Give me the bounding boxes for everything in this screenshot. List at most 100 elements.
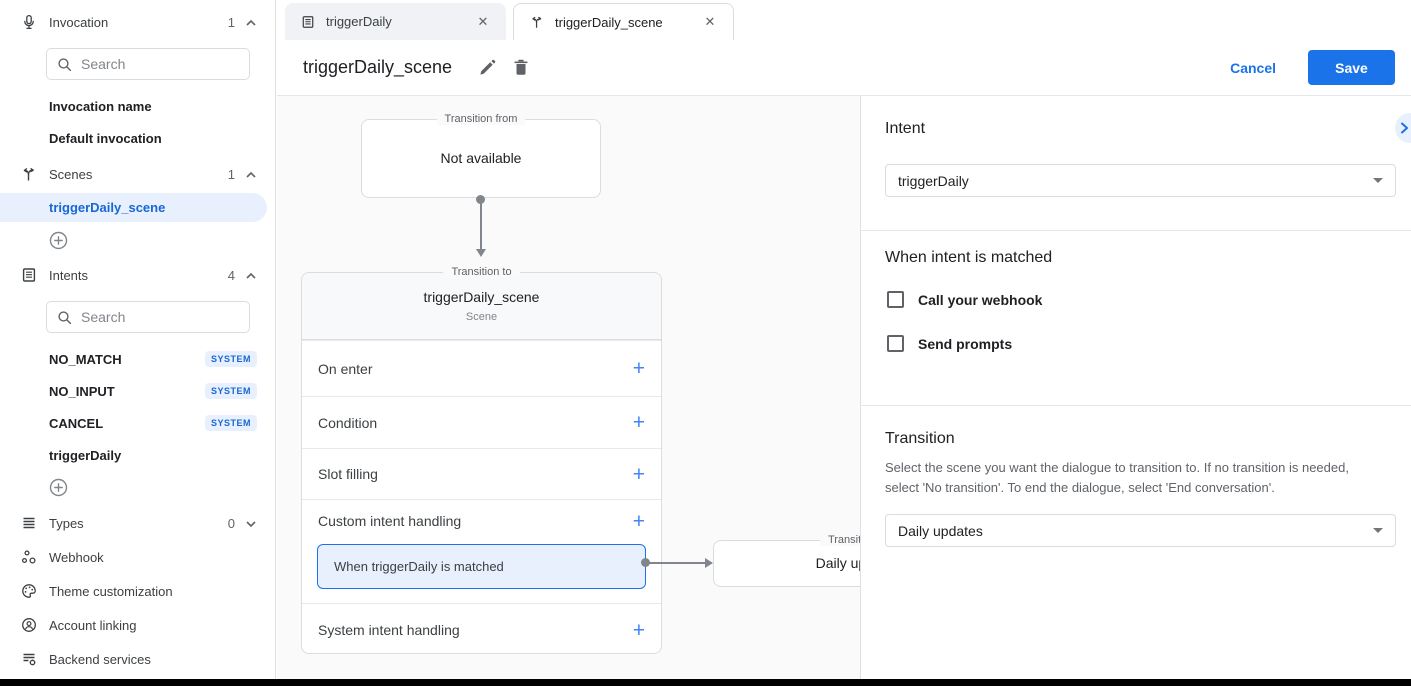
search-icon: [58, 310, 72, 324]
tab-triggerdaily-scene[interactable]: triggerDaily_scene: [513, 3, 734, 40]
add-icon[interactable]: [633, 464, 645, 485]
sidebar-item-no-match[interactable]: NO_MATCH SYSTEM: [0, 343, 275, 375]
chevron-down-icon[interactable]: [245, 516, 257, 531]
row-label: Condition: [318, 414, 378, 431]
add-icon[interactable]: [633, 620, 645, 641]
add-scene-button[interactable]: [0, 224, 275, 256]
intents-search-input[interactable]: [81, 309, 239, 325]
types-list-icon: [20, 515, 37, 532]
transition-select[interactable]: Daily updates: [885, 514, 1396, 547]
sidebar-section-theme-customization[interactable]: Theme customization: [0, 574, 275, 608]
add-intent-button[interactable]: [0, 471, 275, 503]
palette-icon: [20, 583, 37, 600]
item-label: Invocation name: [49, 98, 152, 114]
scene-diagram-canvas[interactable]: Transition from Not available Transition…: [277, 96, 860, 679]
add-icon[interactable]: [633, 511, 645, 532]
connector-dot: [641, 558, 650, 567]
chevron-right-icon: [1400, 122, 1408, 134]
sidebar-item-default-invocation[interactable]: Default invocation: [0, 122, 275, 154]
sidebar-section-label: Types: [49, 515, 84, 531]
collapse-panel-button[interactable]: [1395, 113, 1411, 143]
close-icon[interactable]: [474, 13, 492, 31]
dropdown-caret-icon: [1373, 178, 1383, 183]
sidebar-item-cancel[interactable]: CANCEL SYSTEM: [0, 407, 275, 439]
search-icon: [58, 57, 72, 71]
scene-row-system-intent-handling[interactable]: System intent handling: [302, 603, 661, 656]
transition-target-box[interactable]: Transition to Daily updates: [713, 534, 860, 587]
call-webhook-option[interactable]: Call your webhook: [887, 291, 1042, 308]
transition-heading: Transition: [885, 430, 955, 447]
chevron-up-icon[interactable]: [245, 15, 257, 30]
intent-detail-panel: Intent triggerDaily When intent is match…: [860, 96, 1411, 679]
sidebar-section-account-linking[interactable]: Account linking: [0, 608, 275, 642]
send-prompts-option[interactable]: Send prompts: [887, 335, 1012, 352]
checkbox-unchecked-icon[interactable]: [887, 335, 904, 352]
when-intent-matched-heading: When intent is matched: [885, 249, 1053, 266]
checkbox-unchecked-icon[interactable]: [887, 291, 904, 308]
scenes-count: 1: [227, 166, 235, 182]
sidebar-section-webhook[interactable]: Webhook: [0, 540, 275, 574]
intent-select[interactable]: triggerDaily: [885, 164, 1396, 197]
tab-triggerdaily[interactable]: triggerDaily: [285, 3, 506, 40]
sidebar-section-label: Invocation: [49, 14, 109, 30]
sidebar-item-triggerdaily-scene[interactable]: triggerDaily_scene: [0, 193, 267, 222]
scene-row-on-enter[interactable]: On enter: [302, 340, 661, 396]
sidebar-section-backend-services[interactable]: Backend services: [0, 642, 275, 676]
chevron-up-icon[interactable]: [245, 268, 257, 283]
row-label: System intent handling: [318, 622, 460, 638]
handler-when-triggerdaily-matched[interactable]: When triggerDaily is matched: [317, 544, 646, 589]
item-label: NO_MATCH: [49, 351, 122, 367]
item-label: NO_INPUT: [49, 383, 115, 399]
connector-line-horizontal: [648, 562, 705, 564]
sidebar-section-label: Backend services: [49, 651, 151, 667]
scene-row-slot-filling[interactable]: Slot filling: [302, 448, 661, 499]
add-icon[interactable]: [633, 412, 645, 433]
system-badge: SYSTEM: [204, 415, 257, 431]
sidebar-section-types[interactable]: Types 0: [0, 506, 275, 540]
scene-card-header[interactable]: triggerDaily_scene Scene: [302, 273, 661, 340]
intent-doc-icon: [301, 14, 316, 29]
transition-from-box[interactable]: Transition from Not available: [361, 113, 601, 198]
intents-count: 4: [227, 267, 235, 283]
scene-split-icon: [20, 166, 37, 183]
add-icon[interactable]: [633, 358, 645, 379]
row-label: Slot filling: [318, 466, 378, 482]
invocation-search[interactable]: [46, 48, 250, 80]
scene-row-condition[interactable]: Condition: [302, 396, 661, 448]
arrow-right-icon: [705, 558, 713, 568]
sidebar-item-invocation-name[interactable]: Invocation name: [0, 90, 275, 122]
sidebar-section-invocation[interactable]: Invocation 1: [0, 5, 275, 39]
sidebar-section-scenes[interactable]: Scenes 1: [0, 157, 275, 191]
delete-trash-icon[interactable]: [504, 51, 538, 85]
close-icon[interactable]: [701, 13, 719, 31]
edit-pencil-icon[interactable]: [470, 51, 504, 85]
arrow-down-icon: [476, 249, 486, 257]
transition-description: Select the scene you want the dialogue t…: [885, 460, 1349, 496]
checkbox-label: Send prompts: [918, 335, 1013, 352]
add-circle-icon: [49, 478, 68, 496]
scene-header: triggerDaily_scene Cancel Save: [277, 40, 1411, 96]
dropdown-caret-icon: [1373, 528, 1383, 533]
item-label: triggerDaily_scene: [49, 200, 166, 215]
intents-search[interactable]: [46, 301, 250, 333]
webhook-icon: [20, 549, 37, 566]
scene-card[interactable]: Transition to triggerDaily_scene Scene O…: [301, 266, 662, 656]
connector-dot: [476, 195, 485, 204]
scene-card-subtitle: Scene: [465, 311, 498, 323]
sidebar-section-label: Scenes: [49, 166, 93, 182]
sidebar-item-no-input[interactable]: NO_INPUT SYSTEM: [0, 375, 275, 407]
scene-row-custom-intent-handling[interactable]: Custom intent handling: [302, 499, 661, 542]
checkbox-label: Call your webhook: [918, 291, 1043, 308]
microphone-icon: [20, 14, 37, 31]
invocation-search-input[interactable]: [81, 56, 239, 72]
cancel-button[interactable]: Cancel: [1218, 52, 1288, 84]
sidebar-section-intents[interactable]: Intents 4: [0, 258, 275, 292]
save-button[interactable]: Save: [1308, 50, 1395, 85]
row-label: On enter: [318, 360, 373, 377]
item-label: Default invocation: [49, 130, 162, 146]
page-title: triggerDaily_scene: [303, 57, 453, 77]
account-icon: [20, 617, 37, 634]
sidebar-item-triggerdaily[interactable]: triggerDaily: [0, 439, 275, 471]
item-label: CANCEL: [49, 415, 104, 431]
chevron-up-icon[interactable]: [245, 167, 257, 182]
